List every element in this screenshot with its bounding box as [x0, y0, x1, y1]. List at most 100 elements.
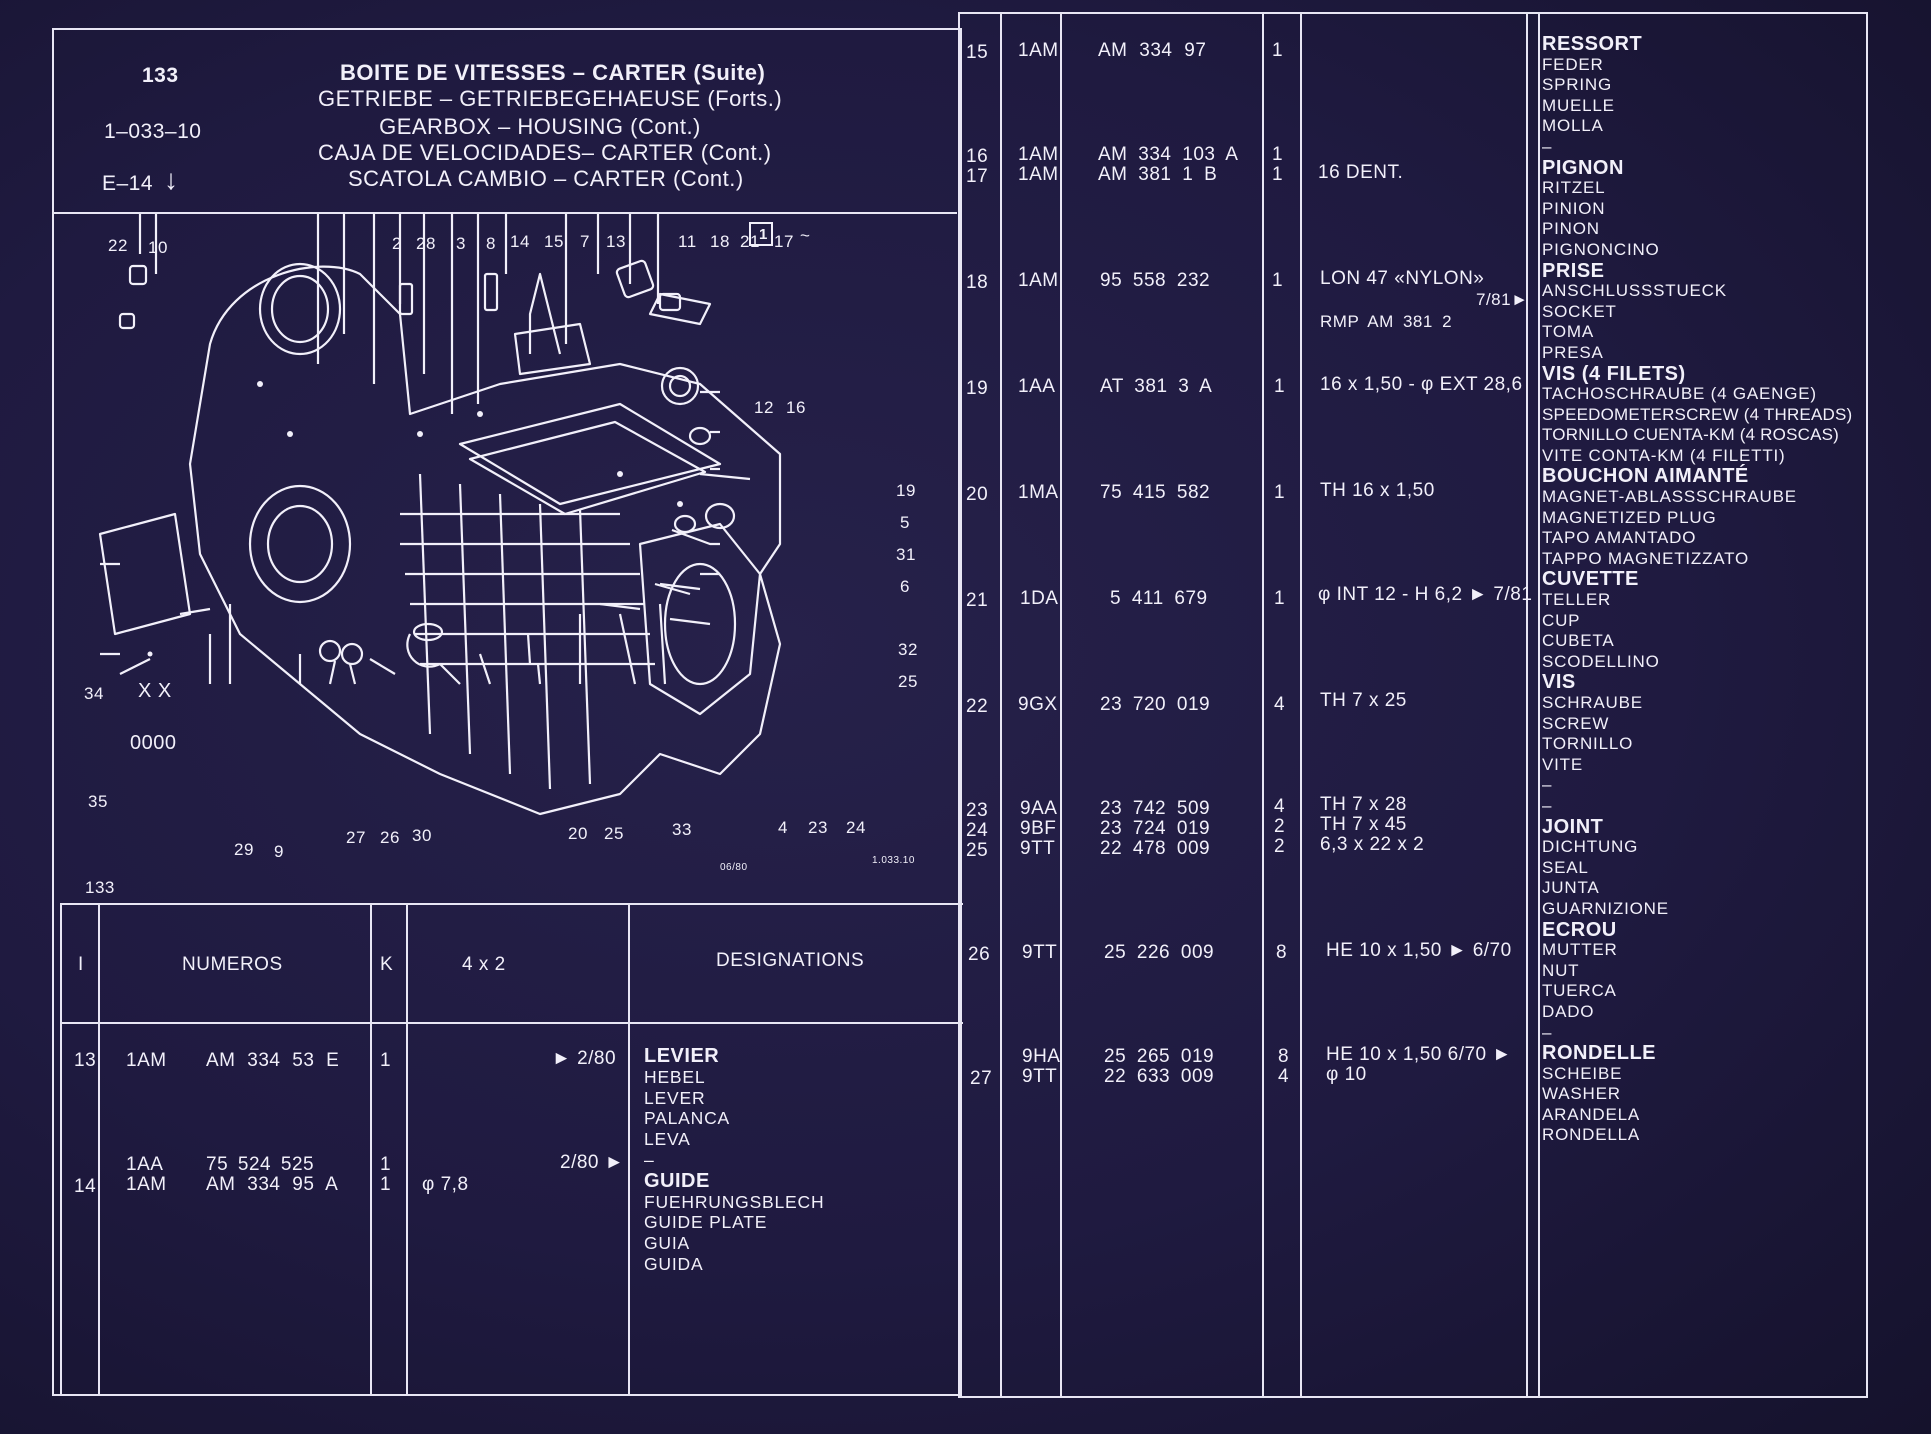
callout: 4 [778, 818, 788, 837]
designation-head: PIGNON [1542, 156, 1624, 179]
designation-line: VITE CONTA-KM (4 FILETTI) [1542, 445, 1786, 465]
row-index: 15 [966, 42, 989, 63]
callout: 2 [392, 234, 402, 253]
diagram-date-code: 06/80 [720, 862, 748, 873]
designation-head: GUIDE [644, 1169, 710, 1192]
callout: 24 [846, 818, 866, 837]
callout: 33 [672, 820, 692, 839]
row-code: 1MA [1018, 482, 1059, 503]
designation-line: MAGNET-ABLASSSCHRAUBE [1542, 487, 1797, 507]
row-index: 20 [966, 484, 989, 505]
designation-head: VIS (4 FILETS) [1542, 362, 1686, 385]
designation-line: MAGNETIZED PLUG [1542, 507, 1717, 527]
row-index: 23 [966, 800, 989, 821]
callout: 35 [88, 792, 108, 811]
designation-line: SPEEDOMETERSCREW (4 THREADS) [1542, 404, 1853, 424]
row-code: 1AM [1018, 270, 1059, 291]
plate-marking: 0000 [130, 732, 177, 754]
callout: 30 [412, 826, 432, 845]
designation-line: SOCKET [1542, 301, 1617, 321]
row-number: 23 720 019 [1100, 694, 1211, 715]
table-header-top [60, 903, 963, 905]
row-note: TH 7 x 28 [1320, 794, 1407, 815]
callout: 22 [108, 236, 128, 255]
row-qty: 1 [1274, 482, 1286, 503]
designation-head: VIS [1542, 671, 1576, 694]
row-code: 9AA [1020, 798, 1058, 819]
row-qty: 1 [380, 1154, 392, 1175]
row-code: 1AA [126, 1154, 164, 1175]
row-number: 25 226 009 [1104, 942, 1215, 963]
callout: 8 [486, 234, 496, 253]
row-qty: 1 [1272, 40, 1284, 61]
row-number: AM 334 97 [1098, 40, 1207, 61]
row-number: AT 381 3 A [1100, 376, 1213, 397]
callout: 25 [604, 824, 624, 843]
row-note: 16 x 1,50 - φ EXT 28,6 [1320, 374, 1523, 395]
designation-line: JUNTA [1542, 878, 1600, 898]
row-number: 95 558 232 [1100, 270, 1211, 291]
designation-line: DICHTUNG [1542, 837, 1639, 857]
designation-line: LEVER [644, 1087, 706, 1108]
designation-line: MOLLA [1542, 116, 1604, 136]
row-code: 9TT [1022, 1066, 1058, 1087]
row-number: 22 633 009 [1104, 1066, 1215, 1087]
designation-line: SCHRAUBE [1542, 693, 1643, 712]
callout: 29 [234, 840, 254, 859]
designation-line: ARANDELA [1542, 1104, 1641, 1124]
designation-line: GUIDE PLATE [644, 1212, 768, 1233]
designation-line: – [1542, 136, 1553, 156]
row-code: 9HA [1022, 1046, 1061, 1067]
designation-line: VITE [1542, 754, 1583, 774]
designation-line: SPRING [1542, 75, 1612, 95]
row-qty: 1 [1272, 164, 1284, 185]
row-index: 25 [966, 840, 989, 861]
row-note: TH 16 x 1,50 [1320, 480, 1435, 501]
designation-line: DADO [1542, 1001, 1595, 1021]
col-line [1000, 14, 1002, 1396]
row-code: 1AM [1018, 144, 1059, 165]
designation-line: TELLER [1542, 590, 1612, 610]
col-line [1526, 14, 1528, 1396]
diagram-box-number: 1 [759, 226, 768, 243]
designation-line: MUTTER [1542, 940, 1618, 960]
col-line [1300, 14, 1302, 1396]
row-number: 23 742 509 [1100, 798, 1211, 819]
designation-line: RONDELLA [1542, 1125, 1641, 1145]
row-number: 75 415 582 [1100, 482, 1211, 503]
designation-line: GUIDA [644, 1253, 704, 1274]
designation-head: JOINT [1542, 815, 1604, 838]
row-number: 23 724 019 [1100, 818, 1211, 839]
left-panel-frame [52, 28, 962, 1396]
designation-line: ANSCHLUSSSTUECK [1542, 281, 1727, 301]
designation-line: RITZEL [1542, 178, 1606, 198]
row-note: 6,3 x 22 x 2 [1320, 834, 1425, 855]
header-divider [52, 212, 957, 214]
plate-marking: X X [138, 680, 172, 702]
col-header-designations: DESIGNATIONS [716, 950, 865, 971]
callout: 9 [274, 842, 284, 861]
row-qty: 1 [380, 1174, 392, 1195]
designation-line: TORNILLO CUENTA-KM (4 ROSCAS) [1542, 425, 1840, 445]
row-qty: 4 [1278, 1066, 1290, 1087]
callout: 20 [568, 824, 588, 843]
callout: 28 [416, 234, 436, 253]
col-line [98, 903, 100, 1396]
row-index: 26 [968, 944, 991, 965]
designation-line: PIGNONCINO [1542, 239, 1660, 259]
callout: 3 [456, 234, 466, 253]
designation-head: RONDELLE [1542, 1042, 1656, 1065]
row-index: 22 [966, 696, 989, 717]
row-code: 9BF [1020, 818, 1057, 839]
designation-line: NUT [1542, 960, 1580, 980]
callout: 14 [510, 232, 530, 251]
designation-line: GUARNIZIONE [1542, 898, 1669, 918]
row-code: 9GX [1018, 694, 1058, 715]
row-number: 75 524 525 [206, 1154, 315, 1175]
page-number: 133 [142, 64, 179, 87]
callout: 12 [754, 398, 774, 417]
callout: 15 [544, 232, 564, 251]
row-number: AM 334 53 E [206, 1050, 340, 1071]
col-header-variant: 4 x 2 [462, 954, 506, 975]
